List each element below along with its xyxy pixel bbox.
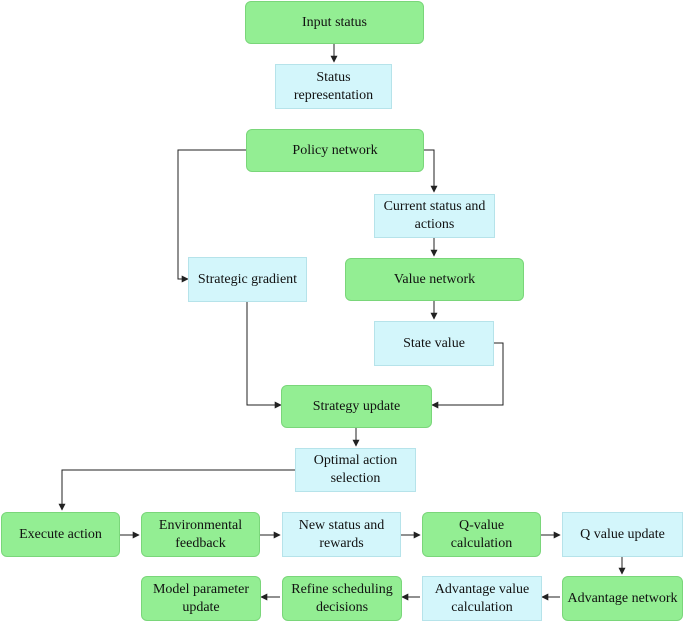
arrow-gradient-to-strategy [246, 302, 282, 409]
arrow-state-to-strategy [431, 342, 504, 409]
current-status-actions-node: Current status and actions [374, 194, 495, 238]
advantage-value-calculation-node: Advantage value calculation [422, 576, 542, 621]
strategy-update-node: Strategy update [281, 385, 432, 428]
advantage-network-node: Advantage network [562, 576, 683, 621]
value-network-node: Value network [345, 258, 524, 301]
policy-network-node: Policy network [246, 129, 424, 172]
optimal-action-selection-node: Optimal action selection [295, 448, 416, 492]
q-value-calculation-node: Q-value calculation [422, 512, 541, 557]
arrow-optimal-to-execute [58, 469, 295, 511]
environmental-feedback-node: Environmental feedback [141, 512, 260, 557]
new-status-rewards-node: New status and rewards [282, 512, 401, 557]
input-status-node: Input status [245, 1, 424, 44]
q-value-update-node: Q value update [562, 512, 683, 557]
arrow-policy-to-gradient [177, 149, 246, 283]
model-parameter-update-node: Model parameter update [141, 576, 261, 621]
arrow-policy-to-current [424, 149, 438, 193]
strategic-gradient-node: Strategic gradient [188, 257, 307, 302]
state-value-node: State value [374, 321, 494, 366]
refine-scheduling-decisions-node: Refine scheduling decisions [282, 576, 402, 621]
status-representation-node: Status representation [275, 64, 392, 109]
execute-action-node: Execute action [1, 512, 120, 557]
